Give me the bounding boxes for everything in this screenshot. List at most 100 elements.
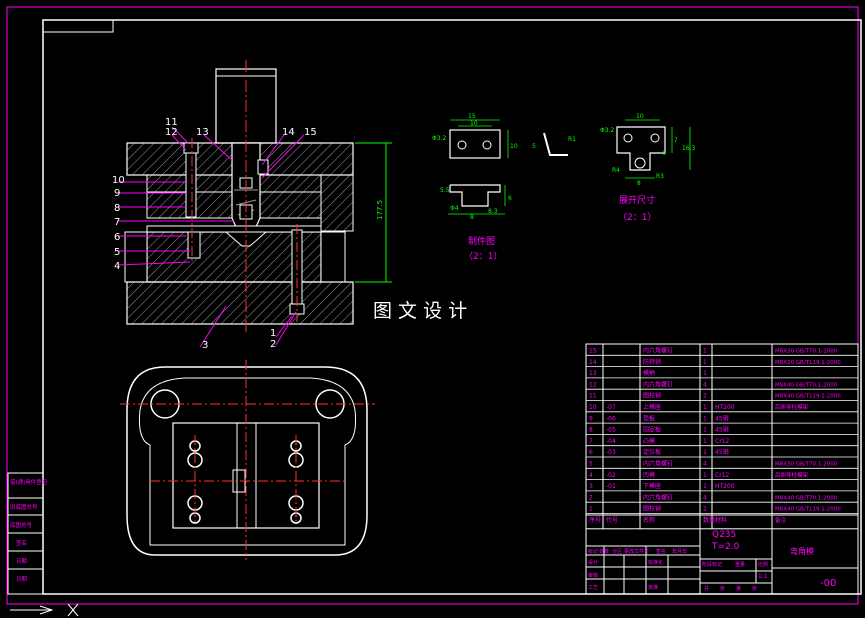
svg-text:批准: 批准 [648, 584, 658, 591]
bom-header-material: 材料 [715, 516, 727, 524]
svg-text:4: 4 [114, 261, 120, 272]
svg-text:签名: 签名 [16, 539, 27, 547]
bom-header-name: 名称 [643, 516, 655, 524]
bom-header-qty: 数量 [703, 516, 715, 524]
svg-text:8: 8 [470, 214, 474, 221]
watermark: 图 文 设 计 [373, 300, 467, 322]
svg-text:10: 10 [510, 143, 518, 150]
svg-text:处数: 处数 [599, 548, 609, 555]
bom-cell-name: 下模座 [643, 482, 661, 490]
svg-text:2: 2 [270, 339, 276, 350]
svg-text:旧底图总号: 旧底图总号 [10, 503, 38, 511]
bom-cell-name: 内六角螺钉 [643, 460, 673, 468]
bom-cell-name: 定位板 [643, 448, 661, 456]
svg-text:10: 10 [470, 120, 478, 127]
svg-text:日期: 日期 [16, 576, 28, 583]
svg-text:Φ3.2: Φ3.2 [600, 127, 614, 134]
svg-text:12: 12 [165, 127, 178, 138]
bom-cell-note: M8X40 GB/T70.1-2000 [775, 495, 838, 501]
bom-cell-name: 圆柱销 [643, 505, 661, 513]
svg-text:Φ3.2: Φ3.2 [432, 135, 446, 142]
blank-view: 10 Φ3.2 6 7 16.3 R4 R3 8 展开尺寸 （2：1） [600, 113, 696, 223]
part-callouts: 11 12 13 14 15 10 9 8 7 6 5 4 3 1 2 [112, 117, 317, 351]
plan-view [126, 366, 368, 556]
bom-cell-code: -04 [606, 438, 616, 445]
svg-text:共: 共 [704, 585, 709, 592]
svg-text:标准化: 标准化 [648, 559, 663, 566]
svg-text:第: 第 [736, 585, 741, 592]
svg-text:签名: 签名 [656, 548, 666, 555]
bom-cell-qty: 4 [703, 461, 707, 468]
svg-text:审核: 审核 [588, 572, 598, 579]
svg-text:工艺: 工艺 [588, 585, 598, 591]
svg-text:8: 8 [114, 203, 120, 214]
bom-cell-no: 5 [589, 461, 593, 468]
bom-cell-name: 内六角螺钉 [643, 347, 673, 355]
svg-text:比例: 比例 [758, 561, 768, 568]
bom-cell-qty: 1 [703, 449, 707, 456]
svg-text:15: 15 [304, 127, 317, 138]
title-drawing-no: -00 [820, 578, 836, 589]
bom-header-no: 序号 [589, 516, 601, 524]
bom-cell-no: 10 [589, 404, 597, 411]
title-thickness: T=2.0 [711, 542, 740, 552]
svg-text:7: 7 [114, 217, 120, 228]
bom-cell-no: 4 [589, 472, 593, 479]
svg-text:设计: 设计 [588, 559, 598, 566]
bom-cell-qty: 1 [703, 370, 707, 377]
bom-cell-note: M8X30 GB/T70.1-2000 [775, 349, 838, 355]
bom-cell-note: M8X40 GB/T70.1-2000 [775, 382, 838, 388]
svg-text:借(通)用件登记: 借(通)用件登记 [10, 478, 48, 486]
bom-cell-code: -06 [606, 415, 616, 422]
bom-cell-material: Cr12 [715, 438, 729, 445]
bom-cell-name: 凸模 [643, 437, 655, 445]
bom-cell-qty: 4 [703, 381, 707, 388]
svg-text:日期: 日期 [16, 558, 28, 565]
bom-cell-material: 45钢 [715, 426, 729, 434]
bom-cell-no: 6 [589, 449, 593, 456]
svg-text:5: 5 [532, 143, 536, 150]
bom-cell-name: 内六角螺钉 [643, 380, 673, 388]
part-drawing-title: 制件图 [468, 235, 495, 247]
svg-text:5.5: 5.5 [440, 187, 450, 194]
svg-text:6: 6 [508, 195, 512, 202]
bom-cell-no: 14 [589, 359, 597, 366]
bom-cell-qty: 1 [703, 427, 707, 434]
svg-text:重量: 重量 [735, 561, 745, 568]
bom-cell-note: M8X40 GB/T119.1-2000 [775, 394, 841, 400]
svg-text:5: 5 [114, 247, 120, 258]
svg-text:更改文件号: 更改文件号 [624, 548, 649, 555]
bom-cell-qty: 2 [703, 393, 707, 400]
svg-text:阶段标记: 阶段标记 [702, 561, 722, 568]
bom-cell-no: 7 [589, 438, 593, 445]
title-block [585, 514, 859, 595]
svg-text:7: 7 [674, 137, 678, 144]
svg-text:14: 14 [282, 127, 295, 138]
bom-cell-note: 后侧导柱模架 [775, 471, 809, 479]
bom-cell-qty: 1 [703, 415, 707, 422]
bom-cell-no: 12 [589, 381, 597, 388]
bom-cell-note: M8X20 GB/T119.1-2000 [775, 360, 841, 366]
frame-corner-tab [43, 20, 114, 33]
bom-cell-no: 2 [589, 494, 593, 501]
bom-cell-qty: 4 [703, 494, 707, 501]
bom-cell-no: 15 [589, 348, 597, 355]
bom-cell-name: 凹模 [643, 471, 655, 479]
title-material: Q235 [712, 530, 736, 540]
bom-cell-qty: 1 [703, 483, 707, 490]
bom-cell-no: 13 [589, 370, 597, 377]
bom-cell-code: -07 [606, 404, 616, 411]
blank-view-title: 展开尺寸 [619, 194, 655, 206]
bom-cell-note: M8X40 GB/T119.1-2000 [775, 507, 841, 513]
drawing-frame [42, 19, 862, 595]
title-drawing-name: 弯角模 [790, 546, 814, 556]
svg-text:分区: 分区 [612, 548, 622, 555]
svg-text:16.3: 16.3 [682, 145, 696, 152]
bom-cell-no: 9 [589, 415, 593, 422]
svg-text:6: 6 [662, 150, 666, 157]
svg-text:10: 10 [636, 113, 644, 120]
svg-text:R3: R3 [656, 173, 664, 180]
blank-view-scale: （2：1） [618, 212, 656, 223]
